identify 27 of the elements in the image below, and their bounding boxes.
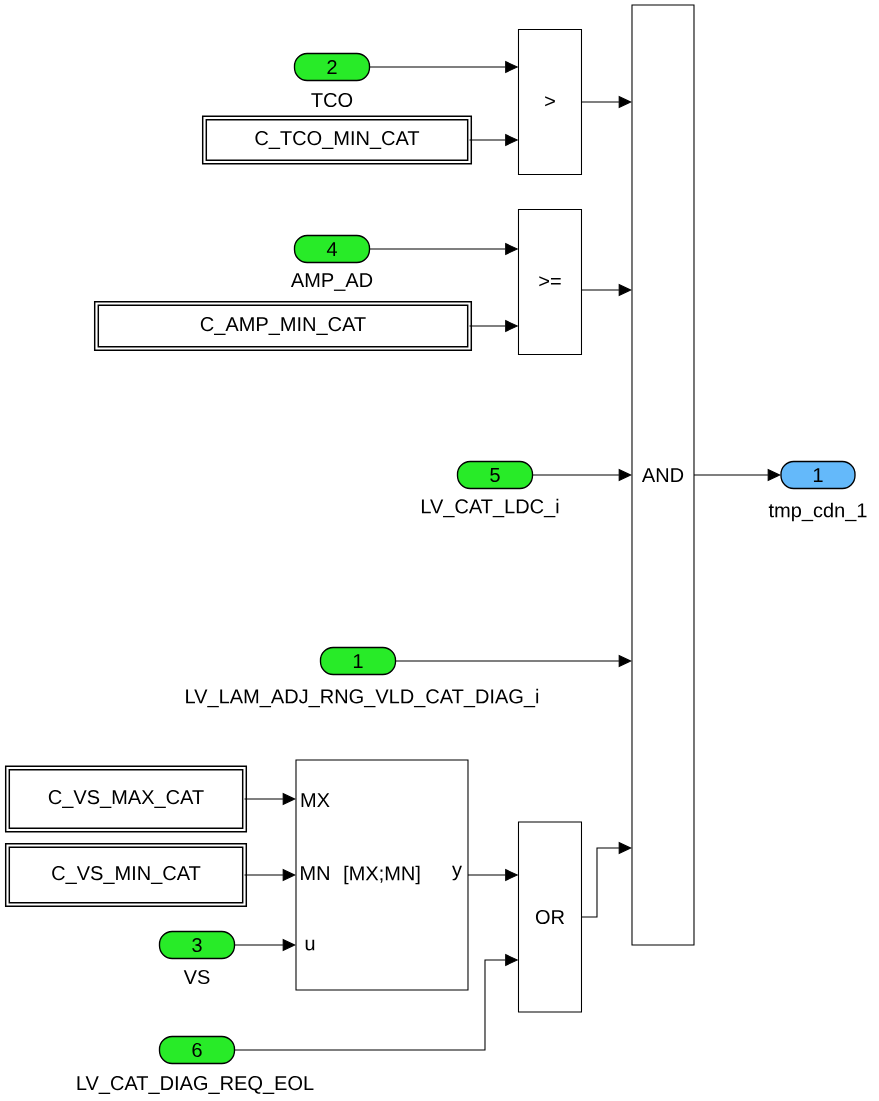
port-label: y	[452, 865, 462, 881]
port-label: MN	[301, 866, 329, 880]
inport-block: 6	[158, 1035, 236, 1065]
signal-label: LV_CAT_LDC_i	[421, 498, 559, 518]
logic-block: >=	[517, 209, 583, 356]
signal-label: VS	[183, 969, 210, 985]
logic-block: >	[517, 28, 583, 176]
constant-block: C_AMP_MIN_CAT	[93, 300, 473, 352]
outport-block: 1	[780, 460, 856, 490]
signal-label: LV_CAT_DIAG_REQ_EOL	[77, 1076, 314, 1094]
arrow	[580, 841, 632, 918]
signal-label: tmp_cdn_1	[768, 502, 867, 522]
inport-block: 2	[293, 52, 371, 82]
inport-block: 5	[456, 460, 534, 490]
logic-block: OR	[517, 821, 583, 1013]
inport-block: 1	[319, 646, 397, 676]
port-label: u	[305, 939, 315, 951]
inport-block: 4	[293, 234, 371, 264]
inport-block: 3	[158, 930, 236, 960]
constant-block: C_VS_MAX_CAT	[4, 765, 248, 833]
port-label: MX	[301, 793, 330, 807]
constant-block: C_VS_MIN_CAT	[4, 842, 248, 908]
constant-block: C_TCO_MIN_CAT	[201, 115, 473, 165]
signal-label: AMP_AD	[290, 273, 373, 291]
signal-label: LV_LAM_ADJ_RNG_VLD_CAT_DIAG_i	[186, 688, 539, 708]
logic-block: AND	[631, 4, 695, 946]
signal-label: TCO	[311, 92, 353, 108]
